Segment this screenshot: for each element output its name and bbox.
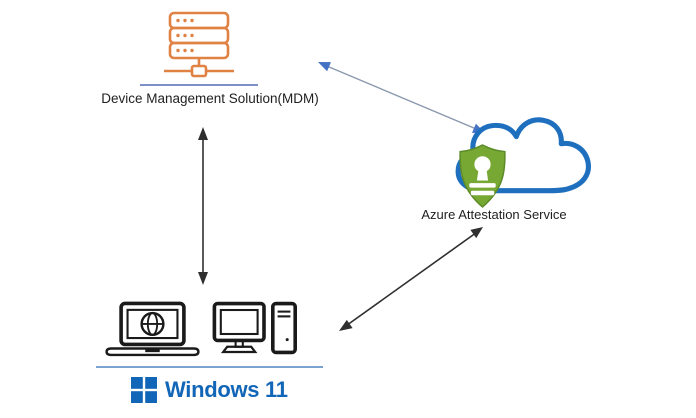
mdm-underline [140, 84, 258, 86]
attestation-label: Azure Attestation Service [421, 207, 567, 222]
desktop-pc-icon [212, 301, 297, 355]
arrow-windows-attestation [339, 227, 483, 331]
windows-underline [96, 366, 323, 368]
shield-stamp-icon [459, 144, 506, 208]
server-icon [164, 11, 234, 78]
windows-logo-icon [131, 377, 157, 403]
windows-logo: Windows 11 [131, 377, 288, 403]
arrow-mdm-windows [198, 127, 208, 285]
windows-label: Windows 11 [165, 377, 288, 402]
laptop-globe-icon [105, 301, 200, 357]
mdm-label: Device Management Solution(MDM) [101, 91, 319, 106]
